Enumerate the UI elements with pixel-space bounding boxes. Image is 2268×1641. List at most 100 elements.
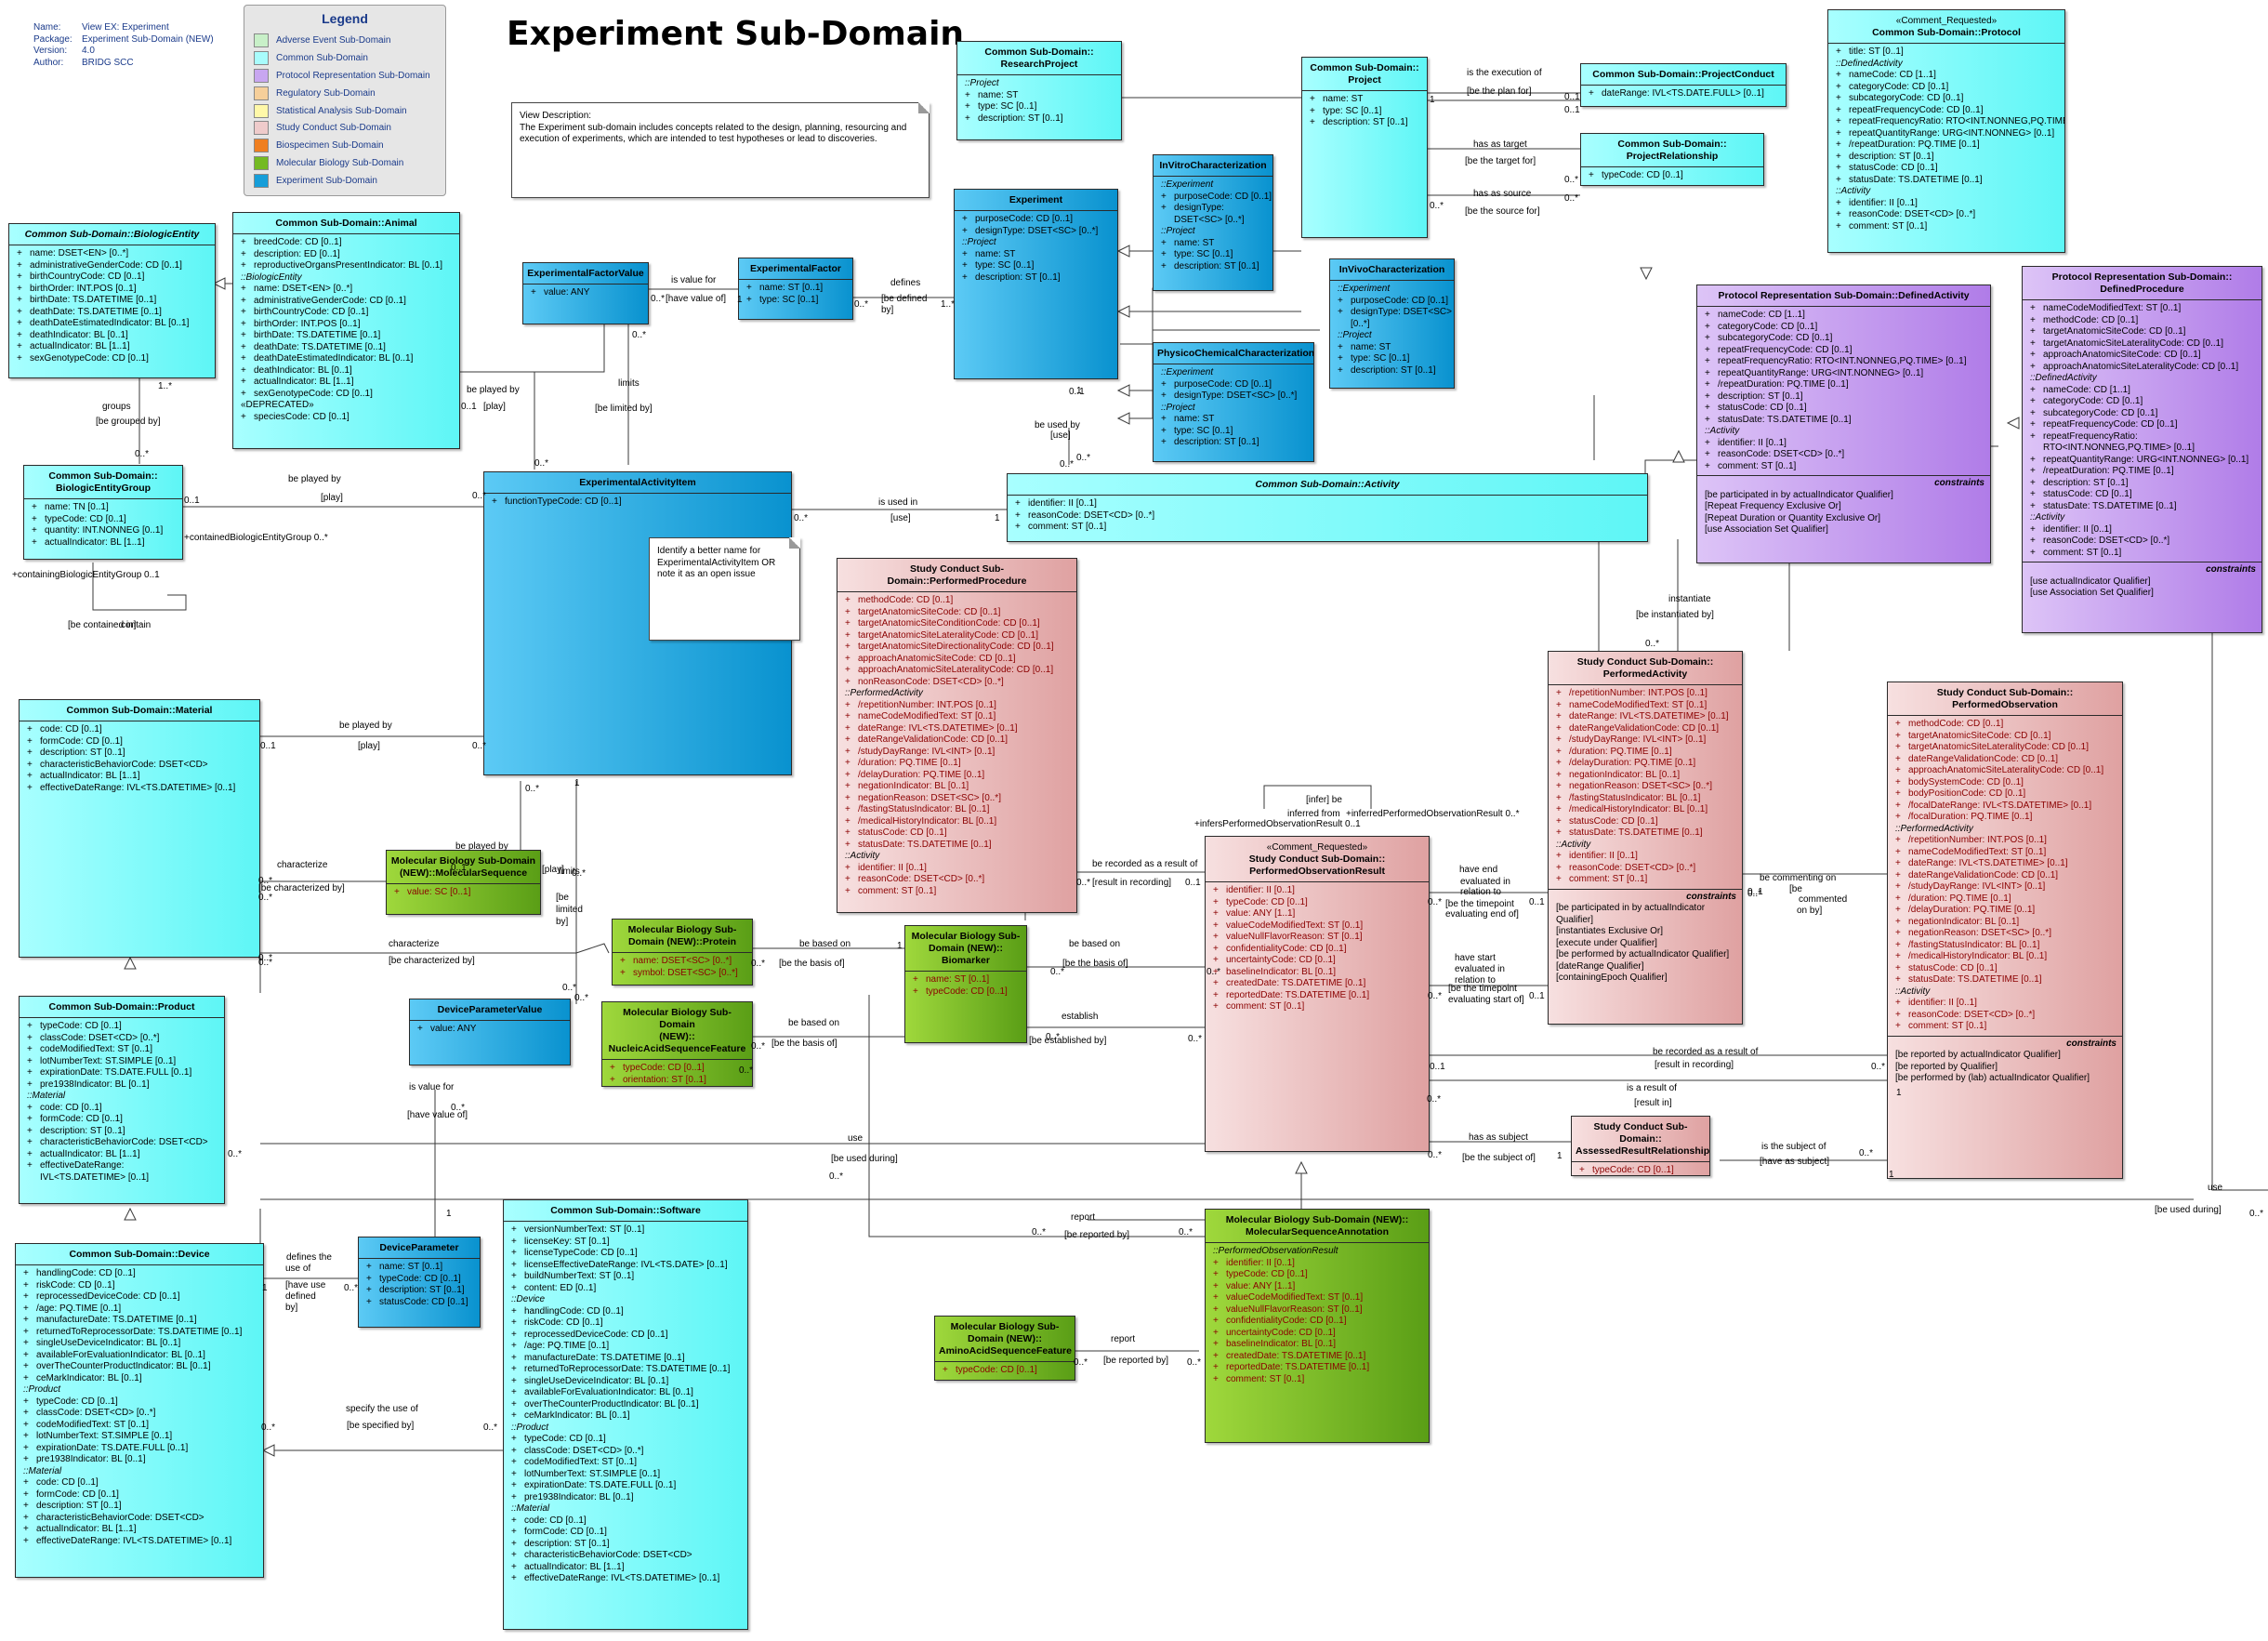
multiplicity-label: 1	[1430, 95, 1435, 105]
class-device-parameter[interactable]: DeviceParameter+name: ST [0..1]+typeCode…	[358, 1237, 481, 1328]
attribute-text: /repeatDuration: PQ.TIME [0..1]	[1849, 139, 1980, 150]
attribute: +purposeCode: CD [0..1]	[1161, 379, 1308, 391]
class-molecular-sequence-annotation[interactable]: Molecular Biology Sub-Domain (NEW)::Mole…	[1205, 1209, 1430, 1443]
attribute: +manufactureDate: TS.DATETIME [0..1]	[511, 1353, 742, 1365]
class-performed-observation-result[interactable]: «Comment_Requested»Study Conduct Sub-Dom…	[1205, 836, 1430, 1152]
class-project-conduct[interactable]: Common Sub-Domain::ProjectConduct+dateRa…	[1580, 63, 1787, 107]
association-label: [be the plan for]	[1467, 86, 1532, 97]
class-research-project[interactable]: Common Sub-Domain::ResearchProject::Proj…	[956, 41, 1122, 140]
attribute: +dateRange: IVL<TS.DATETIME> [0..1]	[1556, 711, 1736, 723]
class-protein[interactable]: Molecular Biology Sub-Domain (NEW)::Prot…	[612, 919, 753, 986]
attribute-list: +handlingCode: CD [0..1]+riskCode: CD [0…	[16, 1264, 263, 1550]
attribute-text: purposeCode: CD [0..1]	[1351, 295, 1449, 306]
inherited-group: ::Device	[511, 1294, 546, 1304]
multiplicity-label: 0..*	[344, 1283, 359, 1293]
attribute: +/repetitionNumber: INT.POS [0..1]	[845, 700, 1071, 712]
attribute-text: description: ST [0..1]	[2043, 477, 2129, 488]
attribute-text: name: TN [0..1]	[45, 502, 109, 512]
attribute-text: valueNullFlavorReason: ST [0..1]	[1226, 1304, 1363, 1315]
class-biologic-entity[interactable]: Common Sub-Domain::BiologicEntity+name: …	[8, 223, 216, 378]
visibility: +	[511, 1515, 517, 1526]
class-in-vitro-characterization[interactable]: InVitroCharacterization::Experiment+purp…	[1153, 154, 1273, 291]
association-label: be recorded as a result of	[1653, 1047, 1759, 1057]
attribute-list: +typeCode: CD [0..1]	[1581, 166, 1763, 185]
visibility: +	[1895, 893, 1901, 904]
class-biomarker[interactable]: Molecular Biology Sub-Domain (NEW)::Biom…	[904, 925, 1027, 1043]
class-project-relationship[interactable]: Common Sub-Domain::ProjectRelationship+t…	[1580, 133, 1764, 186]
attribute-text: targetAnatomicSiteLateralityCode: CD [0.…	[858, 629, 1038, 641]
class-animal[interactable]: Common Sub-Domain::Animal+breedCode: CD …	[232, 212, 460, 449]
association-label: contain	[121, 620, 152, 630]
attribute-text: /focalDuration: PQ.TIME [0..1]	[1908, 812, 2033, 822]
visibility: +	[32, 513, 37, 524]
visibility: +	[2030, 396, 2036, 406]
constraint: [use Association Set Qualifier]	[2030, 588, 2154, 598]
class-performed-activity[interactable]: Study Conduct Sub-Domain::PerformedActiv…	[1548, 651, 1743, 1025]
attribute: +repeatFrequencyCode: CD [0..1]	[1705, 345, 1984, 357]
class-device-parameter-value[interactable]: DeviceParameterValue+value: ANY	[409, 999, 571, 1065]
attribute-text: typeCode: CD [0..1]	[956, 1365, 1037, 1375]
attribute-text: /studyDayRange: IVL<INT> [0..1]	[1908, 881, 2046, 892]
class-name: PerformedObservation	[1952, 699, 2058, 710]
class-product[interactable]: Common Sub-Domain::Product+typeCode: CD …	[19, 996, 225, 1204]
attribute: +description: ED [0..1]	[241, 249, 454, 261]
attribute: +approachAnatomicSiteLateralityCode: CD …	[2030, 362, 2256, 374]
class-performed-procedure[interactable]: Study Conduct Sub-Domain::PerformedProce…	[837, 558, 1077, 913]
class-material[interactable]: Common Sub-Domain::Material+code: CD [0.…	[19, 699, 260, 958]
inherited-group: ::Activity	[1556, 839, 1591, 850]
attribute-text: valueNullFlavorReason: ST [0..1]	[1226, 932, 1363, 942]
class-name: InVitroCharacterization	[1159, 160, 1267, 171]
class-header: Study Conduct Sub-Domain::AssessedResult…	[1572, 1117, 1709, 1161]
visibility: +	[23, 1279, 29, 1290]
attribute: +type: SC [0..1]	[1310, 106, 1421, 118]
inherited-group: ::Project	[1161, 402, 1195, 413]
class-amino-acid-sequence-feature[interactable]: Molecular Biology Sub-Domain (NEW)::Amin…	[934, 1316, 1075, 1381]
class-assessed-result-relationship[interactable]: Study Conduct Sub-Domain::AssessedResult…	[1571, 1116, 1710, 1176]
attribute-text: code: CD [0..1]	[524, 1515, 587, 1526]
class-protocol[interactable]: «Comment_Requested»Common Sub-Domain::Pr…	[1827, 9, 2065, 253]
attribute-text: subcategoryCode: CD [0..1]	[1849, 93, 1964, 103]
class-defined-activity[interactable]: Protocol Representation Sub-Domain::Defi…	[1696, 285, 1991, 563]
attribute: +characteristicBehaviorCode: DSET<CD>	[23, 1513, 257, 1525]
attribute-text: typeCode: CD [0..1]	[36, 1396, 118, 1407]
class-physico-chemical-characterization[interactable]: PhysicoChemicalCharacterization::Experim…	[1153, 342, 1314, 462]
note-line: execution of experiments, which are inte…	[520, 134, 877, 144]
attribute: +uncertaintyCode: CD [0..1]	[1213, 1328, 1423, 1340]
multiplicity-label: 0..*	[1046, 1032, 1061, 1042]
attribute-text: code: CD [0..1]	[40, 1102, 102, 1113]
attribute: +deathDate: TS.DATETIME [0..1]	[241, 342, 454, 354]
attribute: +reasonCode: DSET<CD> [0..*]	[845, 874, 1071, 886]
class-experimental-factor[interactable]: ExperimentalFactor+name: ST [0..1]+type:…	[738, 258, 853, 320]
attribute: +sexGenotypeCode: CD [0..1]	[17, 353, 209, 365]
class-in-vivo-characterization[interactable]: InVivoCharacterization::Experiment+purpo…	[1329, 258, 1455, 389]
attribute-text: dateRangeValidationCode: CD [0..1]	[1908, 869, 2059, 880]
attribute: +birthOrder: INT.POS [0..1]	[17, 284, 209, 296]
class-activity[interactable]: Common Sub-Domain::Activity+identifier: …	[1007, 473, 1648, 542]
class-device[interactable]: Common Sub-Domain::Device+handlingCode: …	[15, 1243, 264, 1578]
class-experimental-factor-value[interactable]: ExperimentalFactorValue+value: ANY	[522, 262, 649, 324]
class-software[interactable]: Common Sub-Domain::Software+versionNumbe…	[503, 1199, 748, 1630]
visibility: +	[366, 1285, 372, 1295]
attribute-text: functionTypeCode: CD [0..1]	[505, 496, 622, 507]
class-biologic-entity-group[interactable]: Common Sub-Domain::BiologicEntityGroup+n…	[23, 465, 183, 560]
association-label: use of	[285, 1264, 311, 1274]
association-label: +inferredPerformedObservationResult 0..*	[1346, 809, 1520, 819]
attribute: +comment: ST [0..1]	[1015, 522, 1642, 534]
visibility: +	[1161, 191, 1167, 202]
attribute: +designType: DSET<SC> [0..*]	[962, 226, 1112, 238]
attribute-text: uncertaintyCode: CD [0..1]	[1226, 955, 1336, 965]
visibility: +	[241, 248, 246, 259]
class-header: DeviceParameterValue	[410, 999, 570, 1020]
class-name: Common Sub-Domain::Protocol	[1872, 27, 2021, 38]
attribute: +targetAnatomicSiteCode: CD [0..1]	[1895, 731, 2116, 743]
visibility: +	[23, 1326, 29, 1337]
class-defined-procedure[interactable]: Protocol Representation Sub-Domain::Defi…	[2022, 266, 2262, 633]
legend-swatch	[254, 86, 269, 100]
class-molecular-sequence[interactable]: Molecular Biology Sub-Domain(NEW)::Molec…	[386, 850, 541, 915]
class-performed-observation[interactable]: Study Conduct Sub-Domain::PerformedObser…	[1887, 682, 2123, 1179]
class-experiment[interactable]: Experiment+purposeCode: CD [0..1]+design…	[954, 189, 1118, 379]
class-nucleic-acid-sequence-feature[interactable]: Molecular Biology Sub-Domain(NEW)::Nucle…	[601, 1001, 753, 1087]
class-name: Common Sub-Domain::Material	[66, 705, 213, 716]
class-project[interactable]: Common Sub-Domain::Project+name: ST+type…	[1301, 57, 1428, 238]
legend-title: Legend	[322, 11, 368, 26]
